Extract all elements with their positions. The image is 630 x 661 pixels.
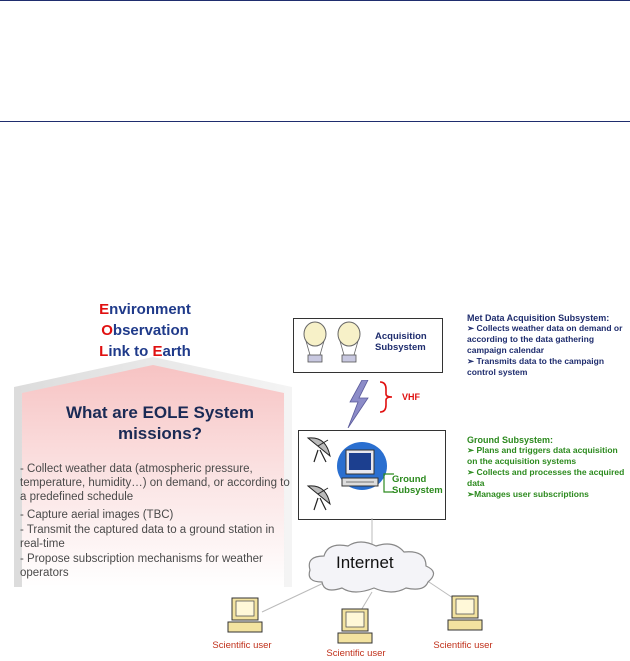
acquisition-side-item: ➢ Collects weather data on demand or acc… — [467, 323, 623, 355]
user-computer-icon — [447, 595, 483, 631]
mission-item-3: - Transmit the captured data to a ground… — [20, 524, 275, 550]
lightning-icon — [347, 380, 369, 428]
satellite-dish-icon — [306, 437, 331, 463]
top-rule — [0, 0, 630, 1]
acronym-line-1: Environment — [99, 301, 191, 318]
ground-connector-arrow — [383, 473, 394, 493]
acronym-line-3: Link to Earth — [99, 343, 191, 360]
user-computer-icon — [337, 608, 373, 644]
vhf-label: VHF — [402, 392, 420, 402]
missions-title: What are EOLE System missions? — [65, 403, 254, 443]
mission-item-4: - Propose subscription mechanisms for we… — [20, 553, 263, 579]
user-computer-icon — [227, 597, 263, 633]
acquisition-side-item: ➢ Transmits data to the campaign control… — [467, 356, 605, 377]
user-label: Scientific user — [433, 640, 493, 651]
ground-side-item: ➢ Plans and triggers data acquisition on… — [467, 445, 618, 466]
ground-computer-icon — [337, 442, 387, 490]
missions-house-shape — [14, 357, 292, 587]
internet-cloud-icon — [308, 541, 435, 593]
balloon-icon — [303, 321, 327, 363]
user-label: Scientific user — [326, 648, 386, 659]
acquisition-description: Met Data Acquisition Subsystem: ➢ Collec… — [467, 313, 627, 378]
mission-item-1: - Collect weather data (atmospheric pres… — [20, 463, 290, 503]
ground-description: Ground Subsystem: ➢ Plans and triggers d… — [467, 435, 627, 500]
balloon-icon — [337, 321, 361, 363]
mission-item-2: - Capture aerial images (TBC) — [20, 509, 174, 521]
vhf-bracket — [379, 381, 393, 413]
header-rule — [0, 121, 630, 122]
satellite-dish-icon — [306, 485, 331, 511]
ground-side-item: ➢Manages user subscriptions — [467, 489, 589, 499]
ground-side-title: Ground Subsystem: — [467, 435, 554, 445]
acronym-line-2: Observation — [101, 322, 189, 339]
user-label: Scientific user — [212, 640, 272, 651]
internet-label: Internet — [336, 553, 394, 572]
acquisition-side-title: Met Data Acquisition Subsystem: — [467, 313, 610, 323]
ground-side-item: ➢ Collects and processes the acquired da… — [467, 467, 625, 488]
